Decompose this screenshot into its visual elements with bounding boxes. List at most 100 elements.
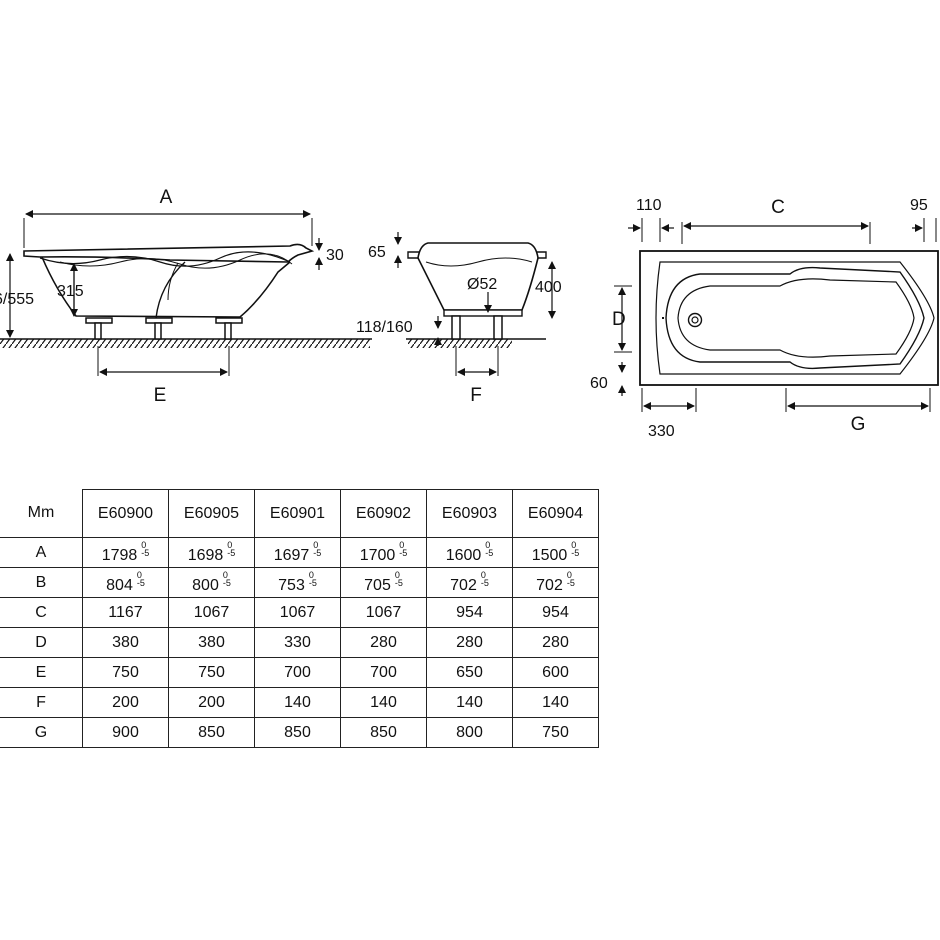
cell-value: 800 [456,723,483,741]
cell-value: 200 [198,693,225,711]
tolerance-upper: 0 [571,539,577,550]
row-label: A [0,537,83,568]
cell-value: 330 [284,633,311,651]
dim-label-height: 6/555 [0,291,34,308]
table-cell: 1067 [168,597,255,628]
end-base [443,309,523,317]
tolerance-mark: 0-5 [571,539,580,558]
table-cell: 380 [168,627,255,658]
plan-basin-outer [665,266,925,370]
side-tub-rim [23,243,315,263]
cell-value: 850 [284,723,311,741]
table-cell: 750 [82,657,169,688]
cell-value: 750 [112,663,139,681]
table-cell: 140 [254,687,341,718]
tolerance-mark: 0-5 [308,570,317,588]
cell-value: 1697 [273,546,310,564]
row-label: C [0,597,83,628]
table-cell: 140 [512,687,599,718]
plan-view: 110 C 95 D 60 330 G [590,197,939,440]
table-cell: 850 [340,717,427,748]
end-floor-hatch [408,339,512,348]
table-cell: 650 [426,657,513,688]
plan-drain-inner [691,316,699,324]
table-cell: 1167 [82,597,169,628]
table-cell: 330 [254,627,341,658]
cell-value: 954 [456,603,483,621]
tolerance-lower: -5 [308,577,317,588]
table-header-row: Mm E60900 E60905 E60901 E60902 E60903 E6… [0,489,599,538]
tolerance-mark: 0-5 [136,570,145,588]
cell-value: 1698 [187,546,224,564]
tolerance-mark: 0-5 [222,570,231,588]
tolerance-mark: 0-5 [313,540,322,558]
table-cell: 850 [168,717,255,748]
cell-value: 750 [542,723,569,741]
side-floor-hatch [0,339,370,348]
dim-label-g: G [851,414,866,435]
tolerance-lower: -5 [571,547,580,558]
cell-value: 1700 [359,546,396,564]
table-cell: 140 [426,687,513,718]
tolerance-mark: 0-5 [399,539,408,558]
dim-label-60: 60 [590,375,608,392]
cell-value: 1067 [365,603,402,621]
table-cell: 700 [254,657,341,688]
tolerance-lower: -5 [485,547,494,558]
table-cell: 800 [426,717,513,748]
tolerance-upper: 0 [480,569,486,580]
cell-value: 700 [370,663,397,681]
tolerance-lower: -5 [313,547,322,558]
table-cell: 280 [512,627,599,658]
dim-label-30: 30 [326,247,344,264]
tolerance-upper: 0 [399,539,405,550]
row-label: E [0,657,83,688]
cell-value: 280 [456,633,483,651]
tolerance-lower: -5 [141,547,150,558]
end-tub-body [417,242,539,311]
plan-basin-inner [677,278,915,358]
bathtub-technical-drawing: A 30 315 6/555 E 65 [0,187,939,440]
end-inner-wave [425,257,533,267]
table-cell: 954 [512,597,599,628]
cell-value: 1167 [108,603,143,621]
tolerance-mark: 0-5 [141,540,150,558]
table-cell: 380 [82,627,169,658]
side-wave-1 [39,251,291,267]
cell-value: 800 [192,576,219,594]
table-cell: 1067 [340,597,427,628]
tolerance-lower: -5 [222,577,231,588]
tolerance-lower: -5 [399,547,408,558]
dim-label-f: F [470,385,482,406]
dim-label-65: 65 [368,244,386,261]
tolerance-upper: 0 [227,539,233,550]
side-backrest-line [155,261,186,319]
table-cell: 700 [340,657,427,688]
cell-value: 1067 [193,603,230,621]
side-tub-body [41,256,291,318]
end-view: 65 400 Ø52 118/160 F [356,232,562,406]
dim-label-330: 330 [648,423,675,440]
table-cell: 750 [168,657,255,688]
dim-label-95: 95 [910,197,928,214]
cell-value: 850 [198,723,225,741]
dim-label-a: A [160,187,173,208]
model-header: E60903 [426,489,513,538]
model-header: E60905 [168,489,255,538]
cell-value: 1067 [279,603,316,621]
tolerance-lower: -5 [227,547,236,558]
tolerance-lower: -5 [480,577,489,588]
tolerance-lower: -5 [136,577,145,588]
cell-value: 140 [284,693,311,711]
